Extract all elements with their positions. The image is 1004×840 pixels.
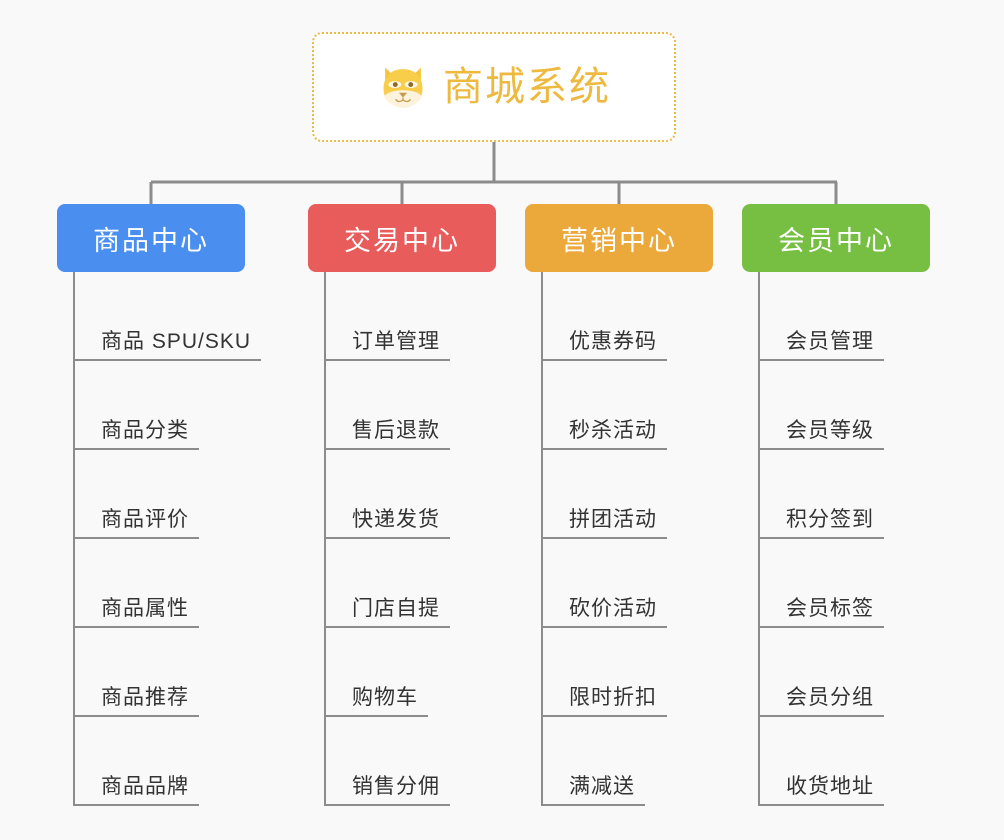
leaf-label: 商品 SPU/SKU: [101, 329, 252, 353]
leaf-label: 快递发货: [352, 507, 440, 531]
list-item[interactable]: 商品属性: [75, 539, 245, 628]
branch-column-3: 会员中心 会员管理 会员等级 积分签到 会员标签 会员分组 收货地址: [742, 204, 930, 806]
leaf-label: 会员标签: [786, 596, 874, 620]
list-item[interactable]: 购物车: [326, 628, 496, 717]
branch-label-3: 会员中心: [778, 225, 894, 256]
leaf-label: 收货地址: [786, 774, 874, 798]
list-item[interactable]: 满减送: [543, 717, 713, 806]
list-item[interactable]: 砍价活动: [543, 539, 713, 628]
list-item[interactable]: 商品 SPU/SKU: [75, 272, 262, 361]
branch-items-2: 优惠券码 秒杀活动 拼团活动 砍价活动 限时折扣 满减送: [541, 272, 713, 806]
leaf-label: 砍价活动: [569, 596, 657, 620]
branch-label-0: 商品中心: [93, 225, 209, 256]
list-item[interactable]: 秒杀活动: [543, 361, 713, 450]
branch-header-0[interactable]: 商品中心: [57, 204, 245, 272]
list-item[interactable]: 限时折扣: [543, 628, 713, 717]
branch-column-0: 商品中心 商品 SPU/SKU 商品分类 商品评价 商品属性 商品推荐 商品品牌: [57, 204, 262, 806]
leaf-label: 商品属性: [101, 596, 189, 620]
list-item[interactable]: 商品分类: [75, 361, 245, 450]
leaf-label: 会员等级: [786, 418, 874, 442]
list-item[interactable]: 收货地址: [760, 717, 930, 806]
list-item[interactable]: 积分签到: [760, 450, 930, 539]
list-item[interactable]: 会员分组: [760, 628, 930, 717]
list-item[interactable]: 商品评价: [75, 450, 245, 539]
leaf-label: 优惠券码: [569, 329, 657, 353]
leaf-label: 商品分类: [101, 418, 189, 442]
list-item[interactable]: 拼团活动: [543, 450, 713, 539]
leaf-label: 拼团活动: [569, 507, 657, 531]
list-item[interactable]: 订单管理: [326, 272, 496, 361]
branch-header-1[interactable]: 交易中心: [308, 204, 496, 272]
leaf-label: 秒杀活动: [569, 418, 657, 442]
leaf-label: 销售分佣: [352, 774, 440, 798]
branch-column-2: 营销中心 优惠券码 秒杀活动 拼团活动 砍价活动 限时折扣 满减送: [525, 204, 713, 806]
leaf-label: 订单管理: [352, 329, 440, 353]
list-item[interactable]: 优惠券码: [543, 272, 713, 361]
branch-items-1: 订单管理 售后退款 快递发货 门店自提 购物车 销售分佣: [324, 272, 496, 806]
list-item[interactable]: 商品推荐: [75, 628, 245, 717]
leaf-label: 满减送: [569, 774, 635, 798]
leaf-label: 门店自提: [352, 596, 440, 620]
leaf-label: 积分签到: [786, 507, 874, 531]
branch-column-1: 交易中心 订单管理 售后退款 快递发货 门店自提 购物车 销售分佣: [308, 204, 496, 806]
root-node[interactable]: 商城系统: [312, 32, 676, 142]
list-item[interactable]: 快递发货: [326, 450, 496, 539]
leaf-label: 会员分组: [786, 685, 874, 709]
root-title: 商城系统: [443, 65, 611, 109]
branch-label-1: 交易中心: [344, 225, 460, 256]
leaf-label: 会员管理: [786, 329, 874, 353]
leaf-label: 购物车: [352, 685, 418, 709]
branch-label-2: 营销中心: [561, 225, 677, 256]
leaf-label: 商品品牌: [101, 774, 189, 798]
leaf-label: 限时折扣: [569, 685, 657, 709]
branch-items-0: 商品 SPU/SKU 商品分类 商品评价 商品属性 商品推荐 商品品牌: [73, 272, 262, 806]
shiba-dog-face-icon: [383, 67, 423, 108]
list-item[interactable]: 售后退款: [326, 361, 496, 450]
leaf-label: 售后退款: [352, 418, 440, 442]
branch-items-3: 会员管理 会员等级 积分签到 会员标签 会员分组 收货地址: [758, 272, 930, 806]
branch-header-3[interactable]: 会员中心: [742, 204, 930, 272]
leaf-label: 商品评价: [101, 507, 189, 531]
branch-header-2[interactable]: 营销中心: [525, 204, 713, 272]
list-item[interactable]: 会员等级: [760, 361, 930, 450]
list-item[interactable]: 商品品牌: [75, 717, 245, 806]
list-item[interactable]: 会员管理: [760, 272, 930, 361]
list-item[interactable]: 门店自提: [326, 539, 496, 628]
leaf-label: 商品推荐: [101, 685, 189, 709]
list-item[interactable]: 销售分佣: [326, 717, 496, 806]
list-item[interactable]: 会员标签: [760, 539, 930, 628]
